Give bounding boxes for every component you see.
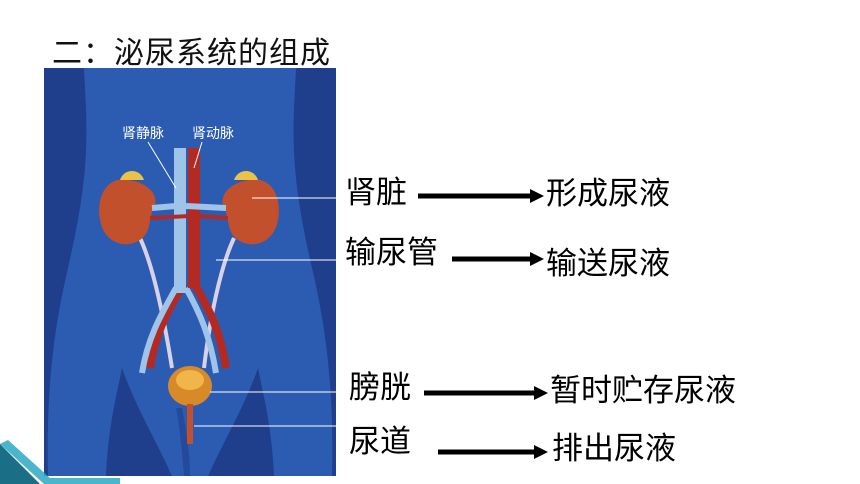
left-kidney bbox=[99, 179, 156, 245]
artery-label-pointer bbox=[193, 141, 203, 169]
arrow-urethra bbox=[438, 445, 548, 459]
organ-label-ureter: 输尿管 bbox=[345, 235, 438, 271]
renal-artery-label: 肾动脉 bbox=[192, 126, 234, 142]
function-label-urethra: 排出尿液 bbox=[552, 431, 676, 467]
left-iliac-vein bbox=[139, 286, 179, 374]
right-renal-artery bbox=[197, 214, 229, 220]
corner-accent-decoration bbox=[0, 440, 120, 484]
right-kidney bbox=[222, 179, 279, 245]
vein-label-pointer bbox=[147, 141, 177, 189]
organ-label-bladder: 膀胱 bbox=[349, 370, 411, 406]
function-label-ureter: 输送尿液 bbox=[546, 246, 670, 282]
right-ureter bbox=[202, 237, 236, 369]
left-adrenal bbox=[120, 171, 144, 180]
arrow-kidney bbox=[418, 189, 544, 203]
function-label-bladder: 暂时贮存尿液 bbox=[550, 373, 736, 409]
right-iliac-artery bbox=[190, 281, 230, 369]
left-ureter bbox=[138, 237, 174, 369]
renal-vein-label: 肾静脉 bbox=[122, 126, 164, 142]
thigh-shadow bbox=[176, 408, 190, 476]
organ-label-kidney: 肾脏 bbox=[345, 175, 407, 211]
aorta bbox=[188, 148, 200, 288]
bladder-highlight bbox=[176, 370, 204, 390]
function-label-kidney: 形成尿液 bbox=[546, 176, 670, 212]
left-renal-vein bbox=[151, 203, 177, 211]
arrow-bladder bbox=[424, 386, 548, 400]
arrow-ureter bbox=[452, 252, 544, 266]
slide-title: 二：泌尿系统的组成 bbox=[52, 36, 331, 71]
urinary-system-illustration: 肾静脉 肾动脉 bbox=[44, 68, 336, 476]
right-renal-vein bbox=[185, 203, 227, 211]
vena-cava bbox=[174, 148, 186, 293]
right-adrenal bbox=[234, 171, 258, 180]
left-renal-artery bbox=[149, 214, 191, 220]
organ-label-urethra: 尿道 bbox=[349, 424, 411, 460]
urethra bbox=[187, 404, 193, 444]
right-iliac-vein bbox=[183, 286, 219, 374]
